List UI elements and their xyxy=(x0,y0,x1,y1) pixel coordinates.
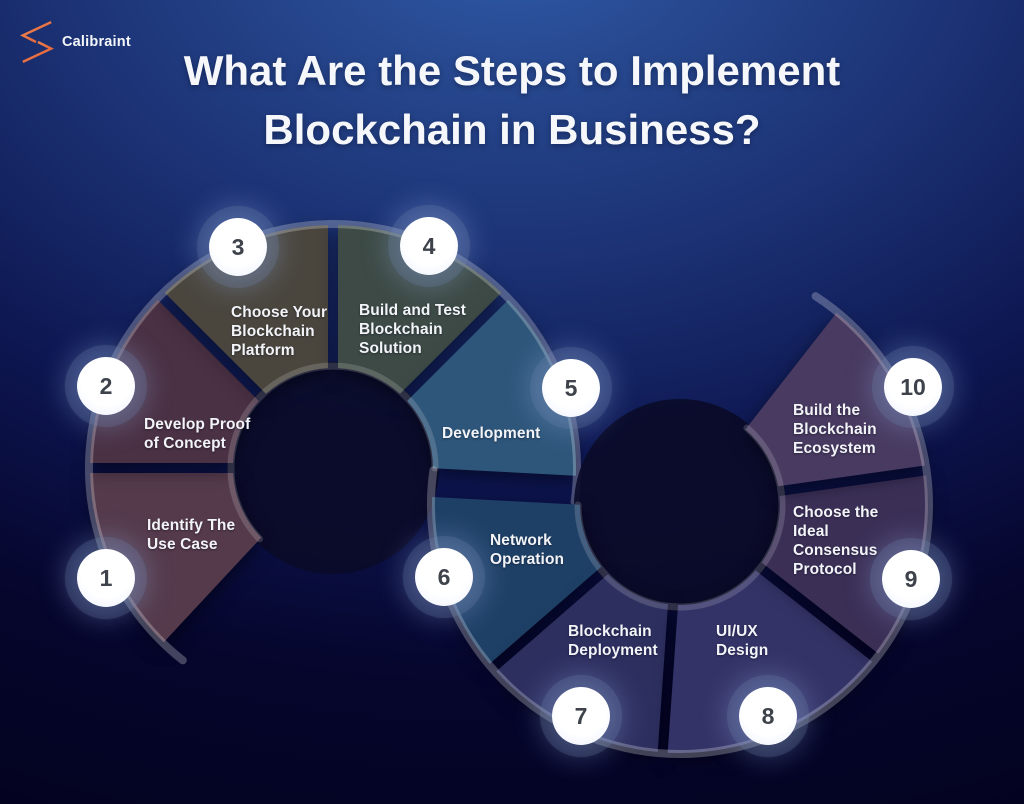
step-9-number: 9 xyxy=(904,565,918,592)
step-2-number: 2 xyxy=(99,372,113,399)
step-8-badge: 8 xyxy=(739,687,797,745)
wedge-step-6 xyxy=(431,497,602,664)
title-line-1: What Are the Steps to Implement xyxy=(183,47,841,94)
wedge-step-4 xyxy=(338,225,502,394)
step-10-badge: 10 xyxy=(884,358,942,416)
wedge-step-7 xyxy=(496,574,668,752)
title-line-2: Blockchain in Business? xyxy=(263,105,761,153)
step-9-label: Choose the Ideal Consensus Protocol xyxy=(793,504,879,578)
wedge-step-5 xyxy=(407,299,577,476)
step-10-label: Build the Blockchain Ecosystem xyxy=(793,402,877,457)
brand-name: Calibraint xyxy=(62,34,131,50)
wedge-step-2 xyxy=(90,299,259,463)
step-3-label: Choose Your Blockchain Platform xyxy=(231,304,328,359)
step-5-badge: 5 xyxy=(542,359,600,417)
step-9-badge: 9 xyxy=(882,550,940,608)
step-5-label: Development xyxy=(442,425,541,442)
wedge-step-1 xyxy=(90,473,262,643)
wedge-step-3 xyxy=(164,225,328,394)
step-8-number: 8 xyxy=(761,702,775,729)
step-6-label: Network Operation xyxy=(490,532,565,568)
page-title: What Are the Steps to Implement Blockcha… xyxy=(0,42,1024,160)
wedge-step-8 xyxy=(667,570,873,754)
step-7-label: Blockchain Deployment xyxy=(568,623,658,659)
step-2-badge: 2 xyxy=(77,357,135,415)
step-7-number: 7 xyxy=(574,702,588,729)
calibraint-logo-icon xyxy=(20,21,54,63)
step-1-number: 1 xyxy=(99,564,113,591)
step-4-number: 4 xyxy=(422,232,436,259)
wedge-step-10 xyxy=(745,312,925,487)
ring-2-inner-arc xyxy=(574,424,786,611)
wedge-step-9 xyxy=(761,475,928,654)
step-8-label: UI/UX Design xyxy=(716,623,769,659)
step-1-badge: 1 xyxy=(77,549,135,607)
step-3-badge: 3 xyxy=(209,218,267,276)
step-5-number: 5 xyxy=(564,374,578,401)
step-1-label: Identify The Use Case xyxy=(147,517,236,553)
ring-1-hole xyxy=(227,362,439,574)
step-3-number: 3 xyxy=(231,233,245,260)
step-6-number: 6 xyxy=(437,563,451,590)
step-4-badge: 4 xyxy=(400,217,458,275)
step-6-badge: 6 xyxy=(415,548,473,606)
step-2-label: Develop Proof of Concept xyxy=(144,416,251,452)
ring-1-inner-arc xyxy=(227,362,439,543)
ring-2-hole xyxy=(574,399,786,611)
step-10-number: 10 xyxy=(900,373,926,400)
step-4-label: Build and Test Blockchain Solution xyxy=(359,302,467,357)
step-7-badge: 7 xyxy=(552,687,610,745)
brand-logo: Calibraint xyxy=(20,20,131,64)
